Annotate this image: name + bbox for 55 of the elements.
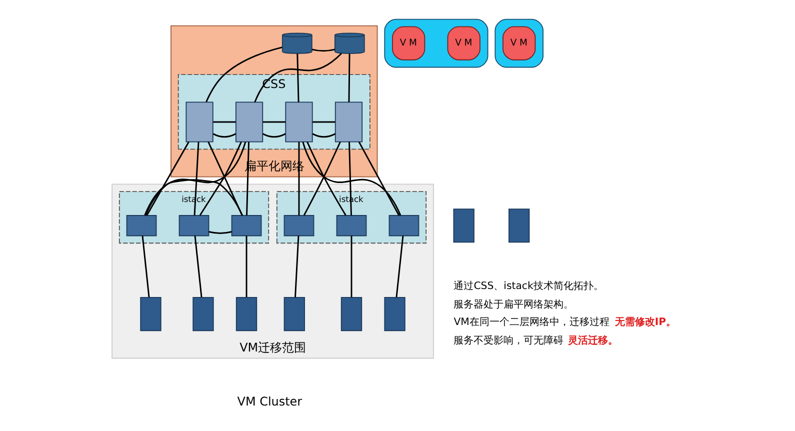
connector bbox=[246, 142, 249, 216]
connector bbox=[212, 121, 236, 123]
cluster bbox=[384, 18, 488, 68]
connector bbox=[205, 46, 282, 102]
connector bbox=[212, 133, 236, 138]
connector bbox=[358, 142, 400, 216]
node-box bbox=[452, 208, 474, 243]
node-box bbox=[336, 215, 366, 236]
connector bbox=[245, 236, 247, 298]
connector bbox=[302, 142, 340, 216]
connector bbox=[312, 133, 336, 138]
node-box bbox=[340, 297, 362, 332]
node-box bbox=[283, 297, 304, 332]
connector bbox=[262, 133, 286, 138]
label: 服务不受影响，可无障碍灵活迁移。 bbox=[453, 335, 618, 346]
node-box bbox=[283, 215, 314, 236]
connector bbox=[144, 179, 242, 216]
connector bbox=[296, 54, 299, 102]
label: 服务器处于扁平网络架构。 bbox=[453, 299, 574, 310]
connector bbox=[395, 236, 404, 298]
connector bbox=[348, 54, 350, 102]
connector bbox=[198, 142, 242, 216]
node-box bbox=[126, 215, 156, 236]
node-box bbox=[178, 215, 209, 236]
connector bbox=[146, 141, 189, 216]
node-box bbox=[508, 208, 530, 243]
connector bbox=[254, 52, 342, 102]
node-box bbox=[235, 297, 257, 332]
connector bbox=[193, 142, 199, 216]
node-box bbox=[284, 102, 312, 142]
connector bbox=[348, 142, 352, 216]
node-box bbox=[192, 297, 214, 332]
connector bbox=[194, 236, 202, 298]
connector bbox=[208, 231, 232, 234]
connector bbox=[302, 142, 401, 216]
connector bbox=[141, 236, 150, 298]
label: 通过CSS、istack技术简化拓扑。 bbox=[453, 280, 603, 292]
node-box bbox=[384, 297, 405, 332]
node-box bbox=[140, 297, 161, 332]
cluster bbox=[494, 18, 543, 68]
node-box bbox=[334, 102, 362, 142]
connector bbox=[262, 121, 285, 123]
connector bbox=[311, 48, 335, 52]
node-box bbox=[230, 215, 262, 236]
node-box bbox=[388, 215, 419, 236]
label: VM Cluster bbox=[236, 394, 302, 409]
connector bbox=[144, 142, 246, 216]
connector bbox=[350, 236, 352, 298]
connector bbox=[294, 236, 299, 298]
connector bbox=[306, 142, 346, 216]
connector bbox=[298, 142, 300, 216]
connector bbox=[312, 121, 335, 123]
label: VM在同一个二层网络中，迁移过程无需修改IP。 bbox=[453, 316, 676, 328]
node-box bbox=[234, 102, 263, 142]
node-box bbox=[185, 102, 213, 142]
